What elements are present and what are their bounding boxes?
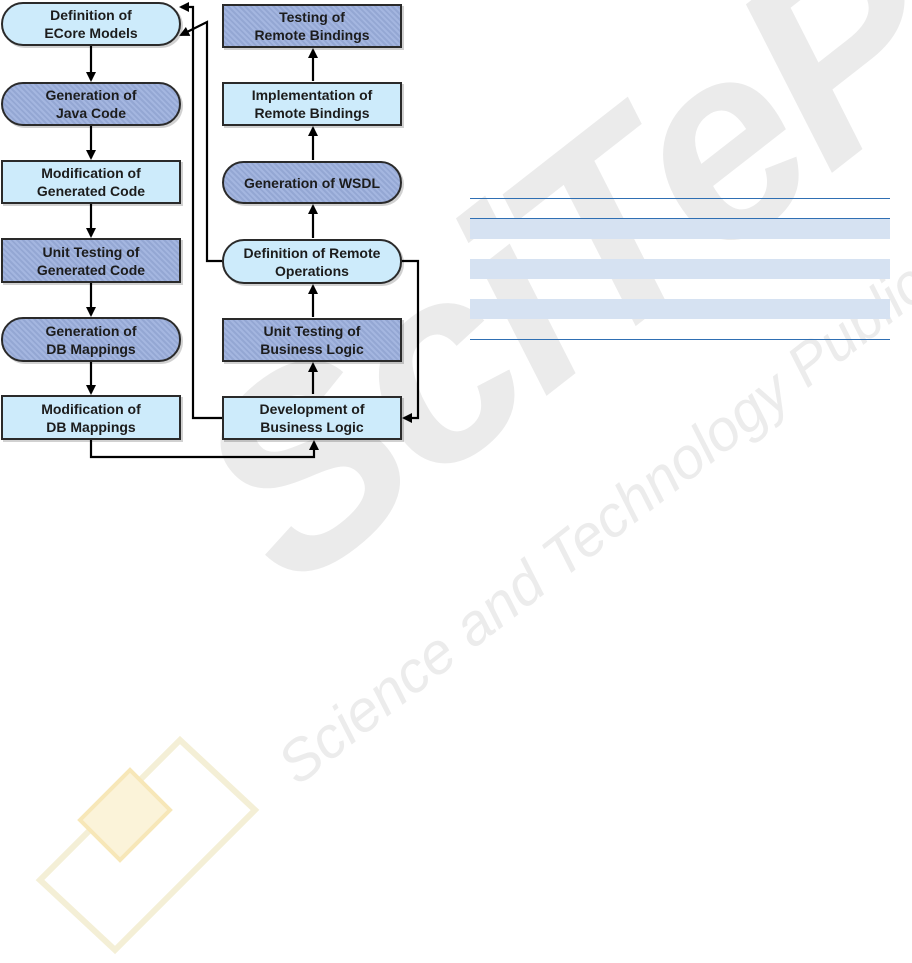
node-implementation-remote-bindings: Implementation of Remote Bindings [222, 82, 402, 126]
table-row [470, 279, 890, 299]
table-header-rule [470, 218, 890, 219]
empty-table [470, 198, 890, 340]
node-definition-remote-operations: Definition of Remote Operations [222, 239, 402, 284]
node-generation-java-code: Generation of Java Code [1, 82, 181, 126]
arrow-remote-ops-feedback-to-ecore [179, 20, 222, 263]
arrow-remote-ops-to-development [401, 259, 420, 423]
arrow-development-feedback-to-ecore [179, 2, 222, 420]
node-development-business-logic: Development of Business Logic [222, 396, 402, 440]
table-top-rule [470, 198, 890, 199]
node-generation-wsdl: Generation of WSDL [222, 161, 402, 204]
table-row [470, 299, 890, 319]
table-row [470, 319, 890, 339]
node-modification-db-mappings: Modification of DB Mappings [1, 395, 181, 440]
node-unit-testing-business-logic: Unit Testing of Business Logic [222, 318, 402, 362]
watermark-logo-icon [35, 735, 260, 955]
node-modification-generated-code: Modification of Generated Code [1, 160, 181, 204]
table-header-row [470, 199, 890, 218]
node-generation-db-mappings: Generation of DB Mappings [1, 317, 181, 362]
table-row [470, 219, 890, 239]
arrow-dbmod-to-development [89, 440, 319, 459]
node-unit-testing-generated-code: Unit Testing of Generated Code [1, 238, 181, 283]
table-bottom-rule [470, 339, 890, 340]
node-testing-remote-bindings: Testing of Remote Bindings [222, 4, 402, 48]
node-definition-ecore-models: Definition of ECore Models [1, 2, 181, 46]
table-row [470, 259, 890, 279]
table-row [470, 239, 890, 259]
